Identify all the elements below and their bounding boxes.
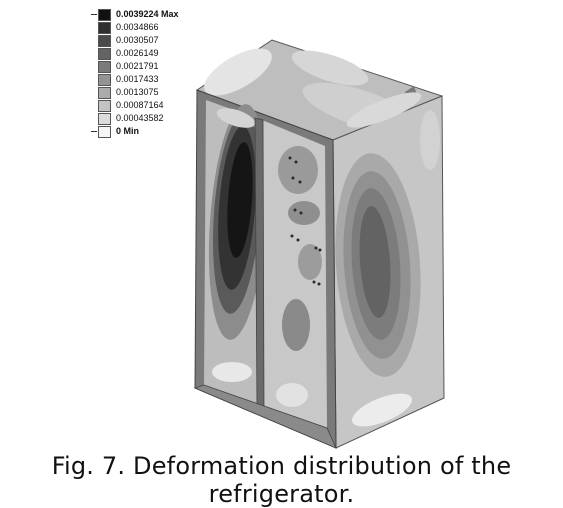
legend-swatch [98,61,111,73]
figure-caption: Fig. 7. Deformation distribution of the … [51,452,512,508]
legend-row: 0.0021791 [86,60,226,73]
legend-label: 0 Min [116,126,140,136]
legend-label: 0.0021791 [116,61,159,71]
legend-label: 0.0030507 [116,35,159,45]
legend-row: 0.0013075 [86,86,226,99]
legend-row: 0.0026149 [86,47,226,60]
legend-row: 0.00043582 [86,112,226,125]
legend-row: 0.0039224 Max [86,8,226,21]
legend-label: 0.0039224 Max [116,9,179,19]
legend-swatch [98,74,111,86]
legend-swatch [98,126,111,138]
legend-label: 0.00087164 [116,100,164,110]
legend-swatch [98,9,111,21]
legend-row: 0 Min [86,125,226,138]
legend-swatch [98,87,111,99]
legend-label: 0.0034866 [116,22,159,32]
center-divider [254,117,265,413]
legend-tick [91,14,97,15]
left-cavity [204,100,268,408]
right-side-face [332,92,445,449]
legend-swatch [98,35,111,47]
bottom-frame [193,384,337,449]
right-cavity [262,120,327,428]
legend-label: 0.0017433 [116,74,159,84]
legend-swatch [98,100,111,112]
legend-row: 0.0030507 [86,34,226,47]
legend-row: 0.0017433 [86,73,226,86]
legend-label: 0.0026149 [116,48,159,58]
legend-tick [91,131,97,132]
legend-swatch [98,22,111,34]
legend-label: 0.00043582 [116,113,164,123]
legend-swatch [98,113,111,125]
legend-swatch [98,48,111,60]
legend-row: 0.00087164 [86,99,226,112]
legend-label: 0.0013075 [116,87,159,97]
legend-row: 0.0034866 [86,21,226,34]
